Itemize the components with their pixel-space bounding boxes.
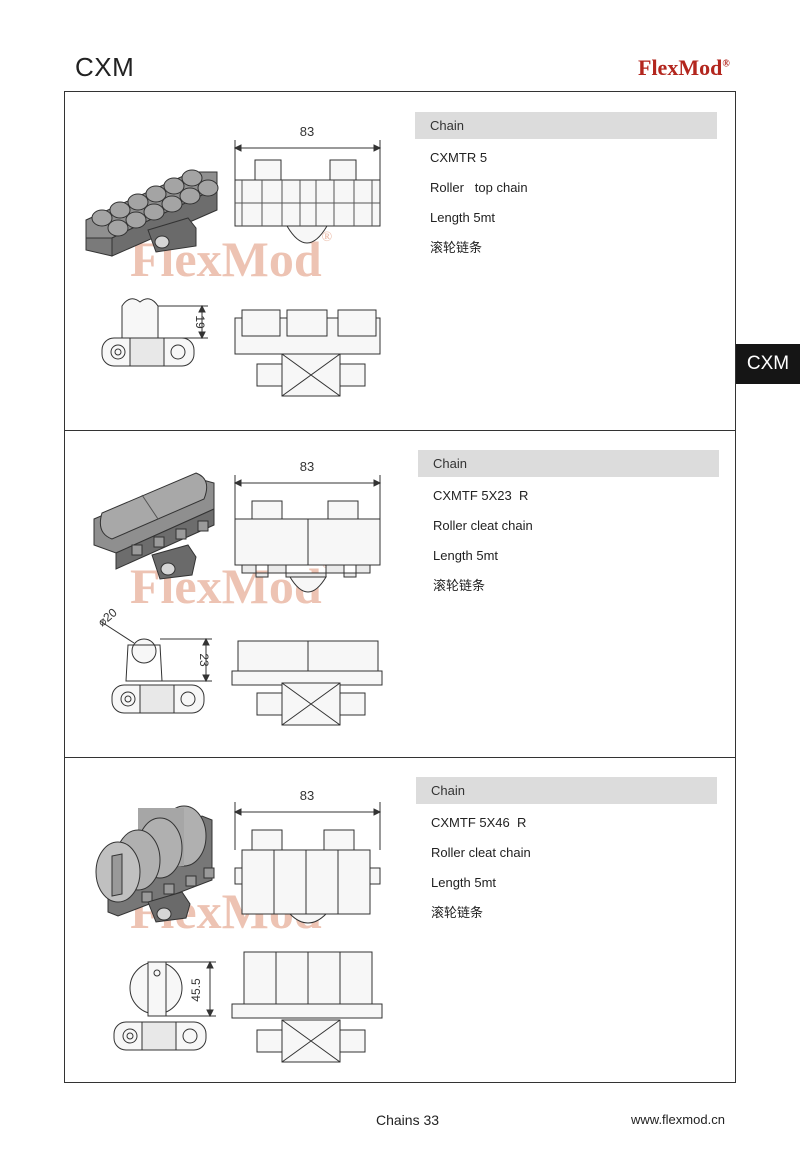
height-dimension-label: 23 — [197, 653, 211, 667]
product-length: Length 5mt — [430, 210, 496, 225]
product-section-2: FlexMod® 83 — [64, 431, 736, 757]
section-label: Chain — [415, 112, 717, 139]
footer-page-number: Chains 33 — [376, 1112, 440, 1128]
product-drawing-1: 83 19 — [85, 124, 382, 397]
flexmod-logo: FlexMod® — [638, 55, 730, 81]
width-dimension-label: 83 — [300, 124, 314, 139]
product-description: Roller cleat chain — [433, 518, 533, 533]
page-title: CXM — [75, 52, 135, 82]
product-length: Length 5mt — [433, 548, 499, 563]
product-drawing-3: 83 45.5 — [95, 788, 383, 1063]
product-code: CXMTF 5X46 R — [431, 815, 527, 830]
section-label: Chain — [418, 450, 719, 477]
product-drawing-2: 83 ⌀20 23 — [93, 459, 383, 726]
product-chinese-name: 滚轮链条 — [430, 240, 483, 255]
registered-mark: ® — [722, 58, 730, 70]
width-dimension-label: 83 — [300, 788, 314, 803]
section-label: Chain — [416, 777, 717, 804]
product-code: CXMTF 5X23 R — [433, 488, 529, 503]
product-chinese-name: 滚轮链条 — [431, 905, 484, 920]
side-tab: CXM — [736, 344, 800, 384]
product-code: CXMTR 5 — [430, 150, 488, 165]
content-frame — [64, 91, 736, 1083]
footer-website: www.flexmod.cn — [631, 1112, 725, 1127]
section-divider — [64, 757, 736, 758]
height-dimension-label: 45.5 — [189, 978, 203, 1002]
section-divider — [64, 430, 736, 431]
product-chinese-name: 滚轮链条 — [433, 578, 486, 593]
diameter-dimension-label: ⌀20 — [95, 605, 120, 629]
logo-text: FlexMod — [638, 55, 723, 80]
product-section-3: FlexMod® 83 — [64, 758, 736, 1082]
product-section-1: FlexMod® 83 — [64, 92, 736, 430]
product-description: Roller cleat chain — [431, 845, 531, 860]
height-dimension-label: 19 — [193, 315, 207, 329]
product-length: Length 5mt — [431, 875, 497, 890]
product-description: Roller top chain — [430, 180, 528, 195]
width-dimension-label: 83 — [300, 459, 314, 474]
